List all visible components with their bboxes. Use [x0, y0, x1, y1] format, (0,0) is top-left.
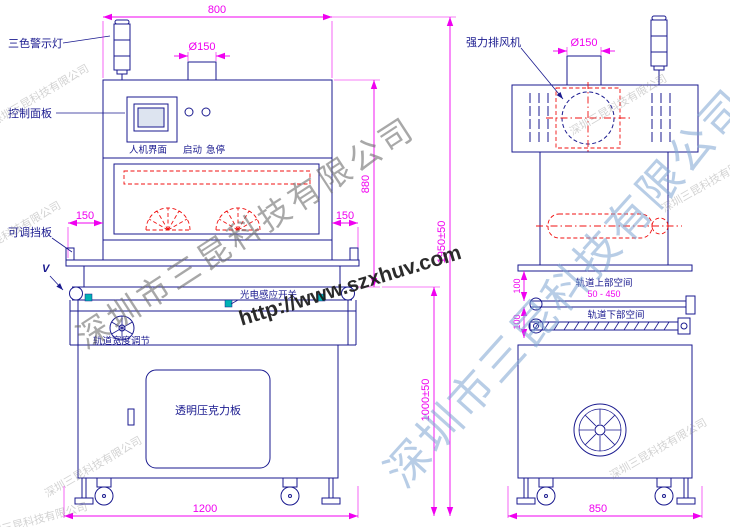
dim-150-right-text: 150 — [336, 210, 354, 222]
dim-800-text: 800 — [208, 4, 226, 16]
dim-base-width: 1200 — [63, 486, 359, 520]
v-mark-label: V — [42, 263, 51, 275]
track-upper-space-label: 轨道上部空间 — [575, 277, 632, 289]
dim-lower-gap: 100 — [512, 307, 528, 338]
warning-light-label: 三色警示灯 — [8, 36, 63, 50]
photo-sensor-leader — [230, 299, 239, 305]
dim-880-text: 880 — [360, 175, 372, 193]
exhaust-duct-front: Ø150 — [174, 41, 230, 81]
dim-100-lower-text: 100 — [512, 314, 522, 329]
vent-slots-left — [529, 93, 549, 142]
dim-lower-height: 1000±50 — [382, 286, 440, 516]
vent-slots-right — [651, 93, 671, 142]
belt-end-block — [685, 295, 696, 315]
side-caster-left — [536, 486, 556, 506]
side-top-box — [511, 82, 699, 154]
dim-1950-text: 1950±50 — [436, 221, 448, 264]
start-button-shape — [184, 107, 194, 117]
photo-sensor-mid — [224, 299, 233, 308]
side-caster-right — [654, 486, 674, 506]
hmi-label: 人机界面 — [129, 144, 167, 156]
side-cabinet — [517, 344, 693, 479]
dim-right-overhang: 150 — [332, 210, 359, 258]
dim-duct-side-text: Ø150 — [571, 37, 598, 49]
side-view: 强力排风机 Ø150 — [466, 15, 703, 520]
track-lower-space-label: 轨道下部空间 — [587, 309, 644, 321]
lamp-chamber — [113, 163, 320, 235]
track-upper-range-text: 50 - 450 — [587, 289, 620, 299]
lamp-reflector-left — [145, 207, 191, 231]
start-label: 启动 — [183, 144, 202, 156]
exhaust-fan-leader — [520, 47, 564, 100]
front-feet — [74, 477, 341, 506]
watermark-corner-4: 深圳三昆科技有限公司 — [42, 433, 144, 500]
dim-850-text: 850 — [589, 503, 607, 515]
watermark-corner-2: 深圳三昆科技有限公司 — [567, 71, 669, 138]
belt-end-roller — [529, 297, 543, 311]
dim-top-width: 800 — [102, 4, 333, 78]
dim-upper-gap: 100 — [512, 271, 528, 301]
caster-wheel-right — [280, 486, 300, 506]
dim-150-left-text: 150 — [76, 210, 94, 222]
baffle-right — [349, 247, 359, 261]
uv-lamp-tube — [123, 170, 311, 185]
adjustable-baffle-label: 可调挡板 — [8, 225, 52, 239]
exhaust-duct-side: Ø150 — [553, 37, 615, 86]
side-body — [536, 152, 682, 265]
watermark-corner-5: 深圳三昆科技有限公司 — [607, 415, 709, 482]
acrylic-panel-label: 透明压克力板 — [175, 403, 241, 417]
adjust-rod — [528, 317, 691, 335]
lower-cabinet — [77, 344, 339, 479]
dim-total-height: 1950±50 — [332, 16, 456, 516]
estop-button-shape — [201, 107, 211, 117]
front-view: 三色警示灯 800 Ø150 — [8, 4, 456, 520]
track-width-handwheel — [109, 315, 135, 341]
photo-sensor-left — [84, 293, 93, 302]
caster-wheel-left — [94, 486, 114, 506]
door-handle — [127, 408, 135, 426]
dim-upper-height: 880 — [334, 79, 380, 288]
baffle-left — [65, 247, 75, 261]
warning-light-side — [650, 15, 668, 85]
watermark-corner-7: 深圳三昆科技有限公司 — [0, 499, 89, 527]
side-feet — [516, 477, 696, 506]
estop-label: 急停 — [206, 144, 226, 156]
dim-left-overhang: 150 — [67, 210, 103, 258]
fan-centerlines — [546, 82, 630, 154]
dim-duct-front-text: Ø150 — [189, 41, 216, 53]
dim-1000-text: 1000±50 — [420, 379, 432, 422]
control-panel-label: 控制面板 — [8, 106, 52, 120]
photo-sensor-right — [317, 293, 326, 302]
v-mark-arrow — [49, 275, 64, 291]
warning-light — [113, 19, 131, 80]
dim-side-base-width: 850 — [507, 486, 703, 520]
exhaust-fan-label: 强力排风机 — [466, 35, 521, 49]
warning-light-leader — [62, 35, 111, 44]
belt-roller-left — [69, 286, 83, 301]
control-panel — [126, 96, 211, 143]
side-conveyor: 100 100 — [512, 264, 696, 338]
lamp-reflector-right — [215, 207, 261, 231]
cabinet-fan-grille — [573, 403, 627, 457]
photo-sensor-label: 光电感应开关 — [240, 289, 298, 301]
dim-1200-text: 1200 — [193, 503, 217, 515]
dim-100-upper-text: 100 — [512, 278, 522, 293]
acrylic-door — [145, 369, 271, 469]
baffle-leader — [51, 237, 73, 253]
track-width-adjust-label: 轨道宽度调节 — [93, 335, 150, 347]
